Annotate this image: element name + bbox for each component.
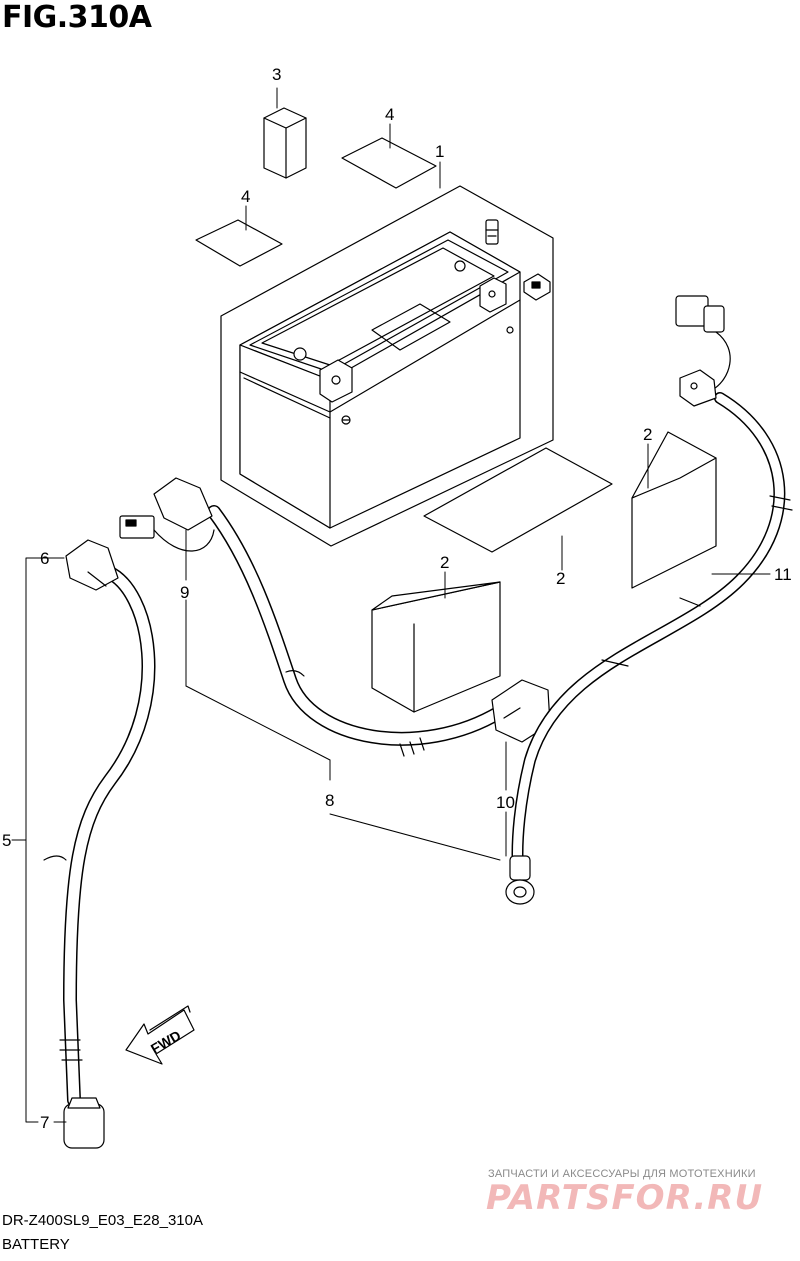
callout-6: 6 [40,549,49,568]
cable-5-terminal-bottom [63,1097,105,1149]
part-4-pad-upper [341,137,437,189]
cable-5 [43,565,156,1107]
callout-2-flat: 2 [556,569,565,588]
fwd-arrow [125,1005,195,1065]
callout-4-lower: 4 [241,187,250,206]
terminal-nut [523,273,551,301]
part-3-block [263,107,307,179]
figure-title: FIG.310A [2,0,152,35]
callout-3: 3 [272,65,281,84]
cable-11 [511,392,793,876]
callout-7: 7 [40,1113,49,1132]
part-2-sheet-angled-left [371,581,501,713]
leader-lines [11,87,771,1123]
part-2-sheet-flat [423,447,613,553]
callout-1: 1 [435,142,444,161]
callout-2-left: 2 [440,553,449,572]
connector-9 [119,515,215,552]
callout-8: 8 [325,791,334,810]
cable-8 [207,505,507,757]
callout-5: 5 [2,831,11,850]
cable-5-terminal-top [65,539,119,591]
watermark-tagline: ЗАПЧАСТИ И АКСЕССУАРЫ ДЛЯ МОТОТЕХНИКИ [488,1168,756,1180]
battery-frame-outline [220,185,554,547]
part-2-sheet-angled-right [631,431,717,589]
diagram-code: DR-Z400SL9_E03_E28_310A [2,1212,203,1229]
callout-4-upper: 4 [385,105,394,124]
cable-11-connector [675,295,731,391]
terminal-bolt [485,219,499,245]
watermark-logo: PARTSFOR.RU [486,1178,764,1218]
diagram-name: BATTERY [2,1236,70,1253]
callout-9: 9 [180,583,189,602]
battery [239,231,521,529]
cable-11-bracket [679,369,717,407]
cable-8-terminal-top [153,477,213,531]
callout-11: 11 [774,565,792,584]
part-4-pad-lower [195,219,283,267]
callout-2-right: 2 [643,425,652,444]
callout-10: 10 [496,793,515,812]
cable-11-ring-terminal [505,855,535,905]
